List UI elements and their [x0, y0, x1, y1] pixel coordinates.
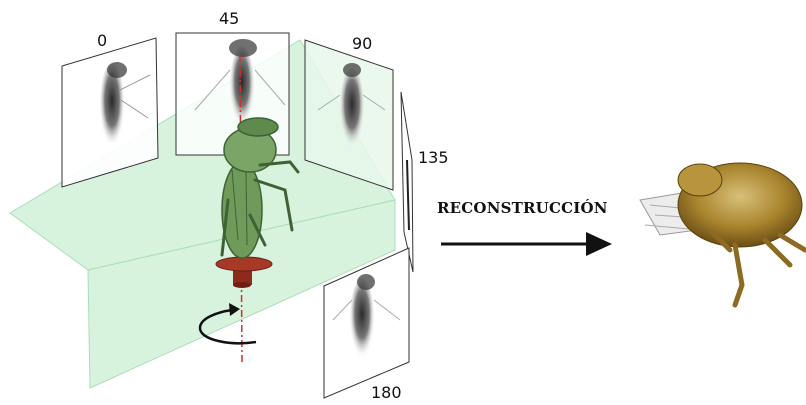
reconstructed-insect-icon: [640, 163, 805, 305]
angle-label-0: 0: [97, 31, 107, 50]
reconstruction-arrow: [441, 232, 612, 256]
angle-label-45: 45: [219, 9, 239, 28]
angle-label-180: 180: [371, 383, 402, 402]
reconstruction-label: RECONSTRUCCIÓN: [437, 199, 608, 217]
projection-panel-135: [401, 92, 413, 272]
angle-label-135: 135: [418, 148, 449, 167]
angle-label-90: 90: [352, 34, 372, 53]
